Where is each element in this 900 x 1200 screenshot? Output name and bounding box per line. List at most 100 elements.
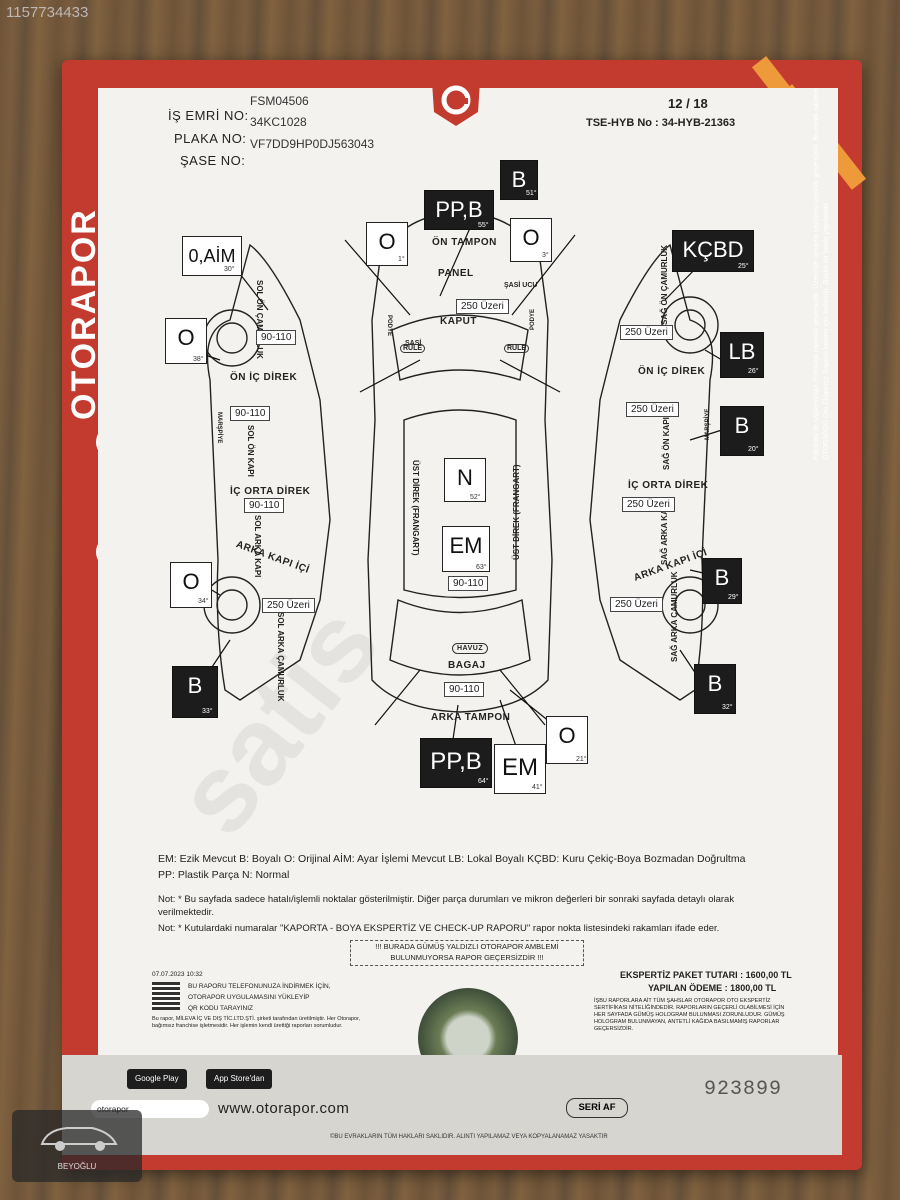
package-price: EKSPERTİZ PAKET TUTARI : 1600,00 TL (620, 970, 792, 980)
right-strut-label: RULE (504, 344, 530, 353)
mark-degree: 33° (202, 708, 213, 715)
mark-degree: 3° (542, 252, 549, 259)
mark-degree: 52° (470, 494, 481, 501)
mark-degree: 64° (478, 778, 489, 785)
mark-rear-bumper-right: O (546, 716, 588, 764)
measurement-trunk-lid: 90-110 (448, 576, 489, 591)
left-strut-label: RULE (400, 344, 426, 353)
measurement-right-front-door: 250 Üzeri (626, 402, 679, 417)
mark-degree: 32° (722, 704, 733, 711)
right-apron-label: PODYE (530, 308, 536, 330)
work-order-label: İŞ EMRİ NO: (168, 108, 249, 123)
measurement-right-rear-fender: 250 Üzeri (610, 597, 663, 612)
hologram-notice: !!! BURADA GÜMÜŞ YALDIZLI OTORAPOR AMBLE… (350, 940, 584, 966)
right-front-pillar-label: ÖN İÇ DİREK (638, 366, 706, 377)
right-b-pillar-label: İÇ ORTA DİREK (628, 480, 709, 491)
measurement-left-front-door: 90-110 (230, 406, 271, 421)
mark-trunk-lid: EM (442, 526, 490, 572)
qr-instruction-3: QR KODU TARAYINIZ (188, 1005, 254, 1012)
rear-bumper-label: ARKA TAMPON (431, 712, 511, 723)
mark-degree: 51° (526, 190, 537, 197)
tse-number: TSE-HYB No : 34-HYB-21363 (586, 117, 736, 129)
chassis-value: VF7DD9HP0DJ563043 (250, 137, 375, 151)
legend-line-2: PP: Plastik Parça N: Normal (158, 869, 290, 881)
mark-degree: 38° (193, 356, 204, 363)
side-warning-text: Fotokopi ile sağlanılmaz. Fotokopi rapor… (813, 88, 830, 460)
note-1: Not: * Bu sayfada sadece hatalı/işlemli … (158, 894, 735, 918)
website-url[interactable]: www.otorapor.com (218, 1100, 350, 1117)
measurement-left-rear-door: 90-110 (244, 498, 285, 513)
car-icon (40, 1127, 118, 1151)
report-date: 07.07.2023 10:32 (152, 971, 203, 978)
measurement-rear-panel: 90-110 (444, 682, 485, 697)
image-watermark-id: 1157734433 (6, 4, 89, 21)
left-rear-fender-label: SOL ARKA ÇAMURLUK (276, 612, 285, 702)
measurement-right-front-fender: 250 Üzeri (620, 325, 673, 340)
mark-right-rear-fender: B (694, 664, 736, 714)
payment-amount: YAPILAN ÖDEME : 1800,00 TL (648, 983, 777, 993)
left-roof-rail-label: ÜST DİREK (FRANGART) (411, 460, 420, 556)
mark-left-rear-fender: B (172, 666, 218, 718)
plate-value: 34KC1028 (250, 115, 307, 129)
left-sill-label: MARŞPİYE (216, 412, 222, 444)
plate-label: PLAKA NO: (174, 131, 247, 146)
series-label: SERİ AF (566, 1098, 628, 1118)
left-apron-label: PODYE (386, 315, 392, 337)
right-rear-fender-label: SAĞ ARKA ÇAMURLUK (670, 571, 679, 662)
panel-label: PANEL (438, 268, 474, 279)
mark-degree: 26° (748, 368, 759, 375)
mark-right-front-fender: KÇBD (672, 230, 754, 272)
mark-left-front-wheel: O (165, 318, 207, 364)
mark-roof: N (444, 458, 486, 502)
mark-right-front-wheel: LB (720, 332, 764, 378)
mark-degree: 25° (738, 263, 749, 270)
right-sill-label: MARŞPİYE (705, 408, 711, 440)
right-front-fender-label: SAĞ ÖN ÇAMURLUK (660, 245, 669, 325)
mark-left-front-fender: 0,AİM (182, 236, 242, 276)
mark-degree: 41° (532, 784, 543, 791)
mark-degree: 55° (478, 222, 489, 229)
mark-degree: 63° (476, 564, 487, 571)
spare-well-label: HAVUZ (452, 643, 489, 654)
copyright-text: ©BU EVRAKLARIN TÜM HAKLARI SAKLIDIR. ALI… (330, 1134, 608, 1140)
left-front-fender-label: SOL ÖN ÇAMURLUK (255, 280, 264, 359)
mark-degree: 21° (576, 756, 587, 763)
page-number: 12 / 18 (668, 96, 708, 111)
validity-info: İŞBU RAPORLARA AİT TÜM ŞAHSLAR OTORAPOR … (594, 998, 785, 1032)
measurement-right-rear-door: 250 Üzeri (622, 497, 675, 512)
mark-front-bumper: PP,B (424, 190, 494, 230)
mark-degree: 29° (728, 594, 739, 601)
app-store-button[interactable]: App Store'dan (206, 1069, 273, 1089)
right-chassis-tip-label: ŞASİ UCU (504, 282, 538, 289)
mark-left-rear-door: O (170, 562, 212, 608)
mark-degree: 20° (748, 446, 759, 453)
hood-label: KAPUT (440, 316, 477, 327)
mark-right-headlight: O (510, 218, 552, 262)
left-rear-door-label: SOL ARKA KAPI (253, 515, 262, 578)
trunk-label: BAGAJ (448, 660, 486, 671)
mark-rear-bumper-dent: EM (494, 744, 546, 794)
legend-line-1: EM: Ezik Mevcut B: Boyalı O: Orijinal Aİ… (158, 853, 746, 865)
mark-left-headlight: O (366, 222, 408, 266)
measurement-left-rear-fender: 250 Üzeri (262, 598, 315, 613)
mark-degree: 30° (224, 266, 235, 273)
mark-front-bumper-top: B (500, 160, 538, 200)
left-front-door-label: SOL ÖN KAPI (246, 425, 255, 477)
mark-degree: 34° (198, 598, 209, 605)
left-chassis-label: ŞASİ (405, 340, 422, 347)
right-roof-rail-label: ÜST DİREK (FRANGART) (512, 464, 521, 560)
mark-degree: 1° (398, 256, 405, 263)
qr-code (152, 982, 180, 1010)
legal-text: Bu rapor, MİLEVA İÇ VE DIŞ TİC.LTD.ŞTİ. … (152, 1016, 361, 1029)
dealer-name: BEYOĞLU (57, 1162, 97, 1171)
left-front-pillar-label: ÖN İÇ DİREK (230, 372, 298, 383)
mark-right-rear-door: B (702, 558, 742, 604)
google-play-button[interactable]: Google Play (127, 1069, 187, 1089)
mark-right-front-door: B (720, 406, 764, 456)
serial-number: 923899 (704, 1078, 783, 1101)
right-front-door-label: SAĞ ÖN KAPI (662, 417, 671, 470)
qr-instruction-2: OTORAPOR UYGULAMASINI YÜKLEYİP (188, 994, 310, 1001)
work-order-value: FSM04506 (250, 94, 309, 108)
note-2: Not: * Kutulardaki numaralar "KAPORTA - … (158, 923, 720, 934)
front-bumper-label: ÖN TAMPON (432, 237, 497, 248)
